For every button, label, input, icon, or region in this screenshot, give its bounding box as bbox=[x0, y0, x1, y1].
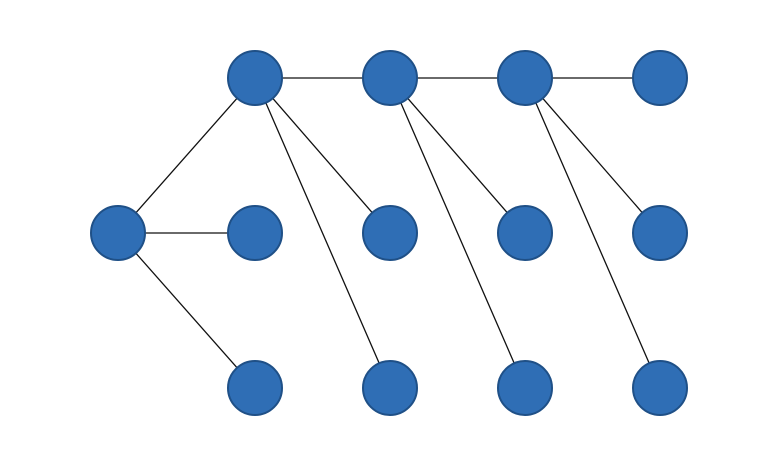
graph-edge bbox=[265, 103, 380, 363]
graph-edge bbox=[542, 98, 643, 213]
graph-node[interactable] bbox=[497, 50, 553, 106]
graph-node[interactable] bbox=[497, 360, 553, 416]
graph-edge bbox=[135, 253, 238, 368]
graph-node[interactable] bbox=[497, 205, 553, 261]
graph-edge bbox=[407, 98, 508, 213]
graph-node[interactable] bbox=[227, 205, 283, 261]
graph-node[interactable] bbox=[632, 205, 688, 261]
edge-layer bbox=[135, 77, 650, 368]
graph-edge bbox=[535, 103, 650, 363]
graph-edge bbox=[135, 98, 238, 213]
graph-node[interactable] bbox=[90, 205, 146, 261]
graph-edge bbox=[400, 103, 515, 363]
node-layer bbox=[90, 50, 688, 416]
graph-node[interactable] bbox=[632, 360, 688, 416]
graph-node[interactable] bbox=[632, 50, 688, 106]
graph-node[interactable] bbox=[227, 50, 283, 106]
graph-edge bbox=[272, 98, 373, 213]
graph-node[interactable] bbox=[362, 360, 418, 416]
graph-node[interactable] bbox=[362, 50, 418, 106]
graph-node[interactable] bbox=[362, 205, 418, 261]
graph-node[interactable] bbox=[227, 360, 283, 416]
